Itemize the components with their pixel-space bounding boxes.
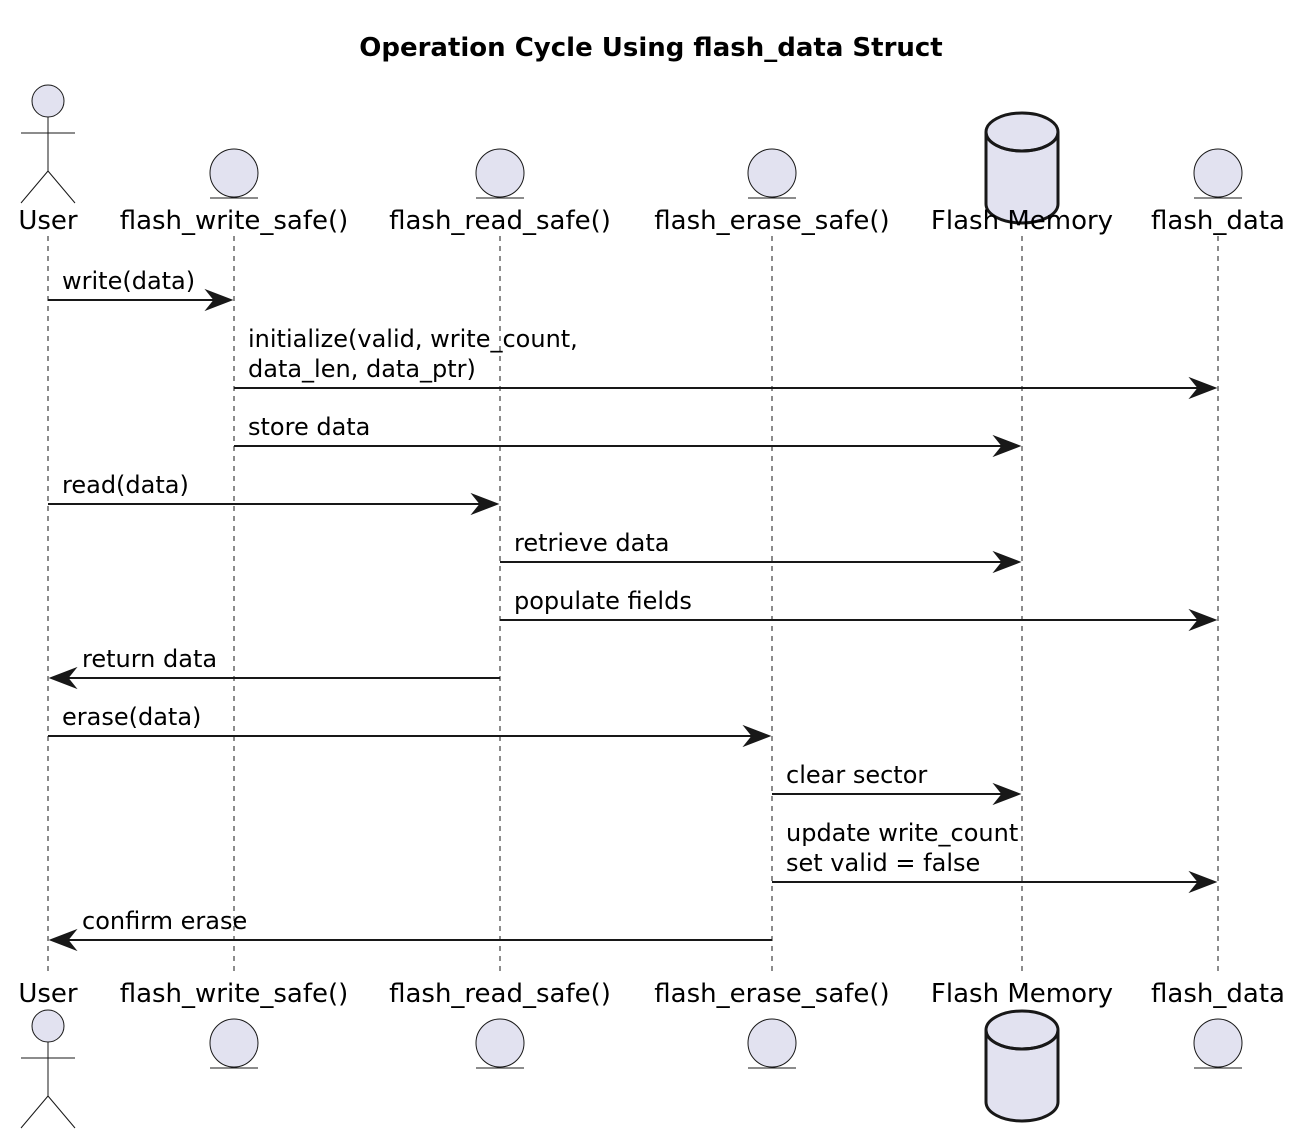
- arrowhead-icon: [992, 782, 1022, 806]
- message-8: erase(data): [48, 703, 772, 748]
- participant-read-footer: flash_read_safe(): [389, 979, 611, 1069]
- participant-flash-footer: Flash Memory: [931, 979, 1113, 1123]
- arrowhead-icon: [742, 724, 772, 748]
- arrowhead-icon: [992, 550, 1022, 574]
- participant-label: User: [18, 206, 78, 236]
- entity-icon: [209, 1018, 259, 1069]
- message-1: write(data): [48, 267, 234, 312]
- message-label: retrieve data: [514, 529, 669, 557]
- database-icon: [984, 111, 1060, 225]
- message-label: data_len, data_ptr): [248, 355, 476, 383]
- arrowhead-icon: [470, 492, 500, 516]
- message-label: read(data): [62, 471, 189, 499]
- arrowhead-icon: [48, 928, 78, 952]
- participant-label: Flash Memory: [931, 206, 1113, 236]
- message-7: return data: [48, 645, 500, 690]
- participants-header: User flash_write_safe() flash_read_safe() f…: [18, 84, 1285, 236]
- participant-label: Flash Memory: [931, 979, 1113, 1009]
- entity-icon: [209, 148, 259, 199]
- arrowhead-icon: [1188, 376, 1218, 400]
- participant-flash: Flash Memory: [931, 111, 1113, 236]
- entity-icon: [1193, 1018, 1243, 1069]
- participants-footer: User flash_write_safe() flash_read_safe() f…: [18, 979, 1285, 1129]
- message-label: erase(data): [62, 703, 201, 731]
- message-label: update write_count: [786, 819, 1018, 847]
- entity-icon: [747, 1018, 797, 1069]
- message-label: confirm erase: [82, 907, 247, 935]
- message-label: initialize(valid, write_count,: [248, 325, 578, 353]
- participant-label: flash_read_safe(): [389, 206, 611, 236]
- arrowhead-icon: [48, 666, 78, 690]
- entity-icon: [475, 148, 525, 199]
- arrowhead-icon: [992, 434, 1022, 458]
- arrowhead-icon: [204, 288, 234, 312]
- participant-label: flash_write_safe(): [120, 979, 349, 1009]
- participant-label: flash_erase_safe(): [654, 979, 889, 1009]
- participant-label: User: [18, 979, 78, 1009]
- participant-erase-footer: flash_erase_safe(): [654, 979, 890, 1069]
- entity-icon: [475, 1018, 525, 1069]
- message-2: initialize(valid, write_count,data_len, …: [234, 325, 1218, 400]
- message-label: clear sector: [786, 761, 927, 789]
- database-icon: [984, 1009, 1060, 1123]
- participant-erase: flash_erase_safe(): [654, 148, 890, 236]
- entity-icon: [1193, 148, 1243, 199]
- actor-icon: [20, 84, 76, 204]
- message-label: store data: [248, 413, 370, 441]
- diagram-title: Operation Cycle Using flash_data Struct: [359, 33, 943, 63]
- participant-user: User: [18, 84, 78, 236]
- entity-icon: [747, 148, 797, 199]
- message-label: write(data): [62, 267, 195, 295]
- message-label: populate fields: [514, 587, 692, 615]
- participant-write: flash_write_safe(): [120, 148, 349, 236]
- participant-write-footer: flash_write_safe(): [120, 979, 349, 1069]
- participant-read: flash_read_safe(): [389, 148, 611, 236]
- participant-user-footer: User: [18, 979, 78, 1129]
- arrowhead-icon: [1188, 870, 1218, 894]
- actor-icon: [20, 1009, 76, 1129]
- messages: write(data) initialize(valid, write_count…: [48, 267, 1218, 952]
- lifelines: [47, 236, 1219, 974]
- message-3: store data: [234, 413, 1022, 458]
- message-4: read(data): [48, 471, 500, 516]
- participant-data-footer: flash_data: [1151, 979, 1285, 1069]
- message-9: clear sector: [772, 761, 1022, 806]
- participant-label: flash_read_safe(): [389, 979, 611, 1009]
- arrowhead-icon: [1188, 608, 1218, 632]
- participant-label: flash_write_safe(): [120, 206, 349, 236]
- participant-label: flash_data: [1151, 206, 1285, 236]
- participant-label: flash_data: [1151, 979, 1285, 1009]
- participant-data: flash_data: [1151, 148, 1285, 236]
- message-11: confirm erase: [48, 907, 772, 952]
- message-label: set valid = false: [786, 849, 980, 877]
- message-label: return data: [82, 645, 217, 673]
- message-5: retrieve data: [500, 529, 1022, 574]
- message-6: populate fields: [500, 587, 1218, 632]
- participant-label: flash_erase_safe(): [654, 206, 889, 236]
